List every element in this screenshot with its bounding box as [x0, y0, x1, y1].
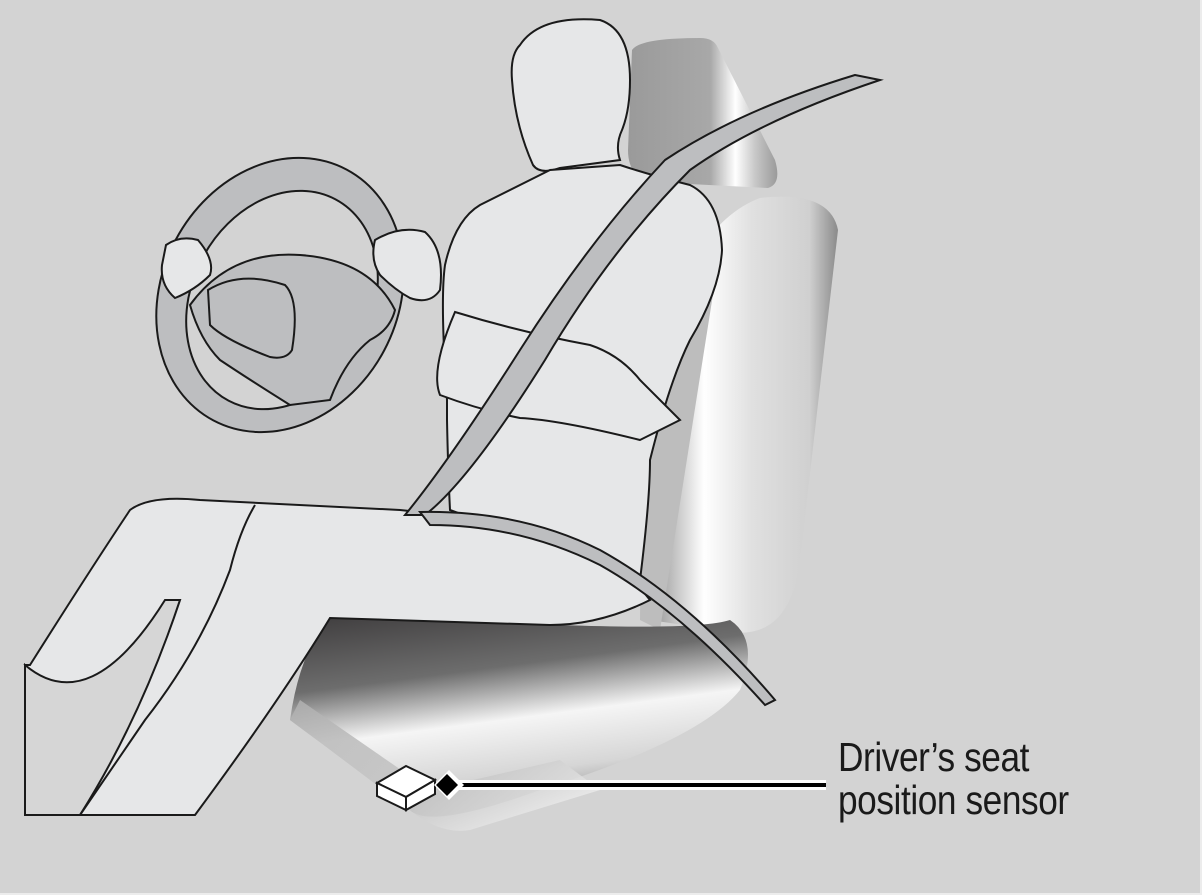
headrest — [628, 38, 778, 188]
hands — [160, 228, 442, 302]
steering-wheel — [155, 156, 405, 434]
seat-cushion — [290, 618, 748, 831]
seat-position-sensor — [374, 764, 438, 812]
sensor-callout-label: Driver’s seat position sensor — [838, 736, 1069, 822]
callout-line-1: Driver’s seat — [838, 734, 1030, 780]
seat-belt — [402, 73, 884, 707]
callout-leader — [434, 770, 826, 800]
callout-line-2: position sensor — [838, 777, 1069, 823]
occupant — [23, 18, 724, 816]
diamond-marker-icon — [436, 774, 458, 796]
